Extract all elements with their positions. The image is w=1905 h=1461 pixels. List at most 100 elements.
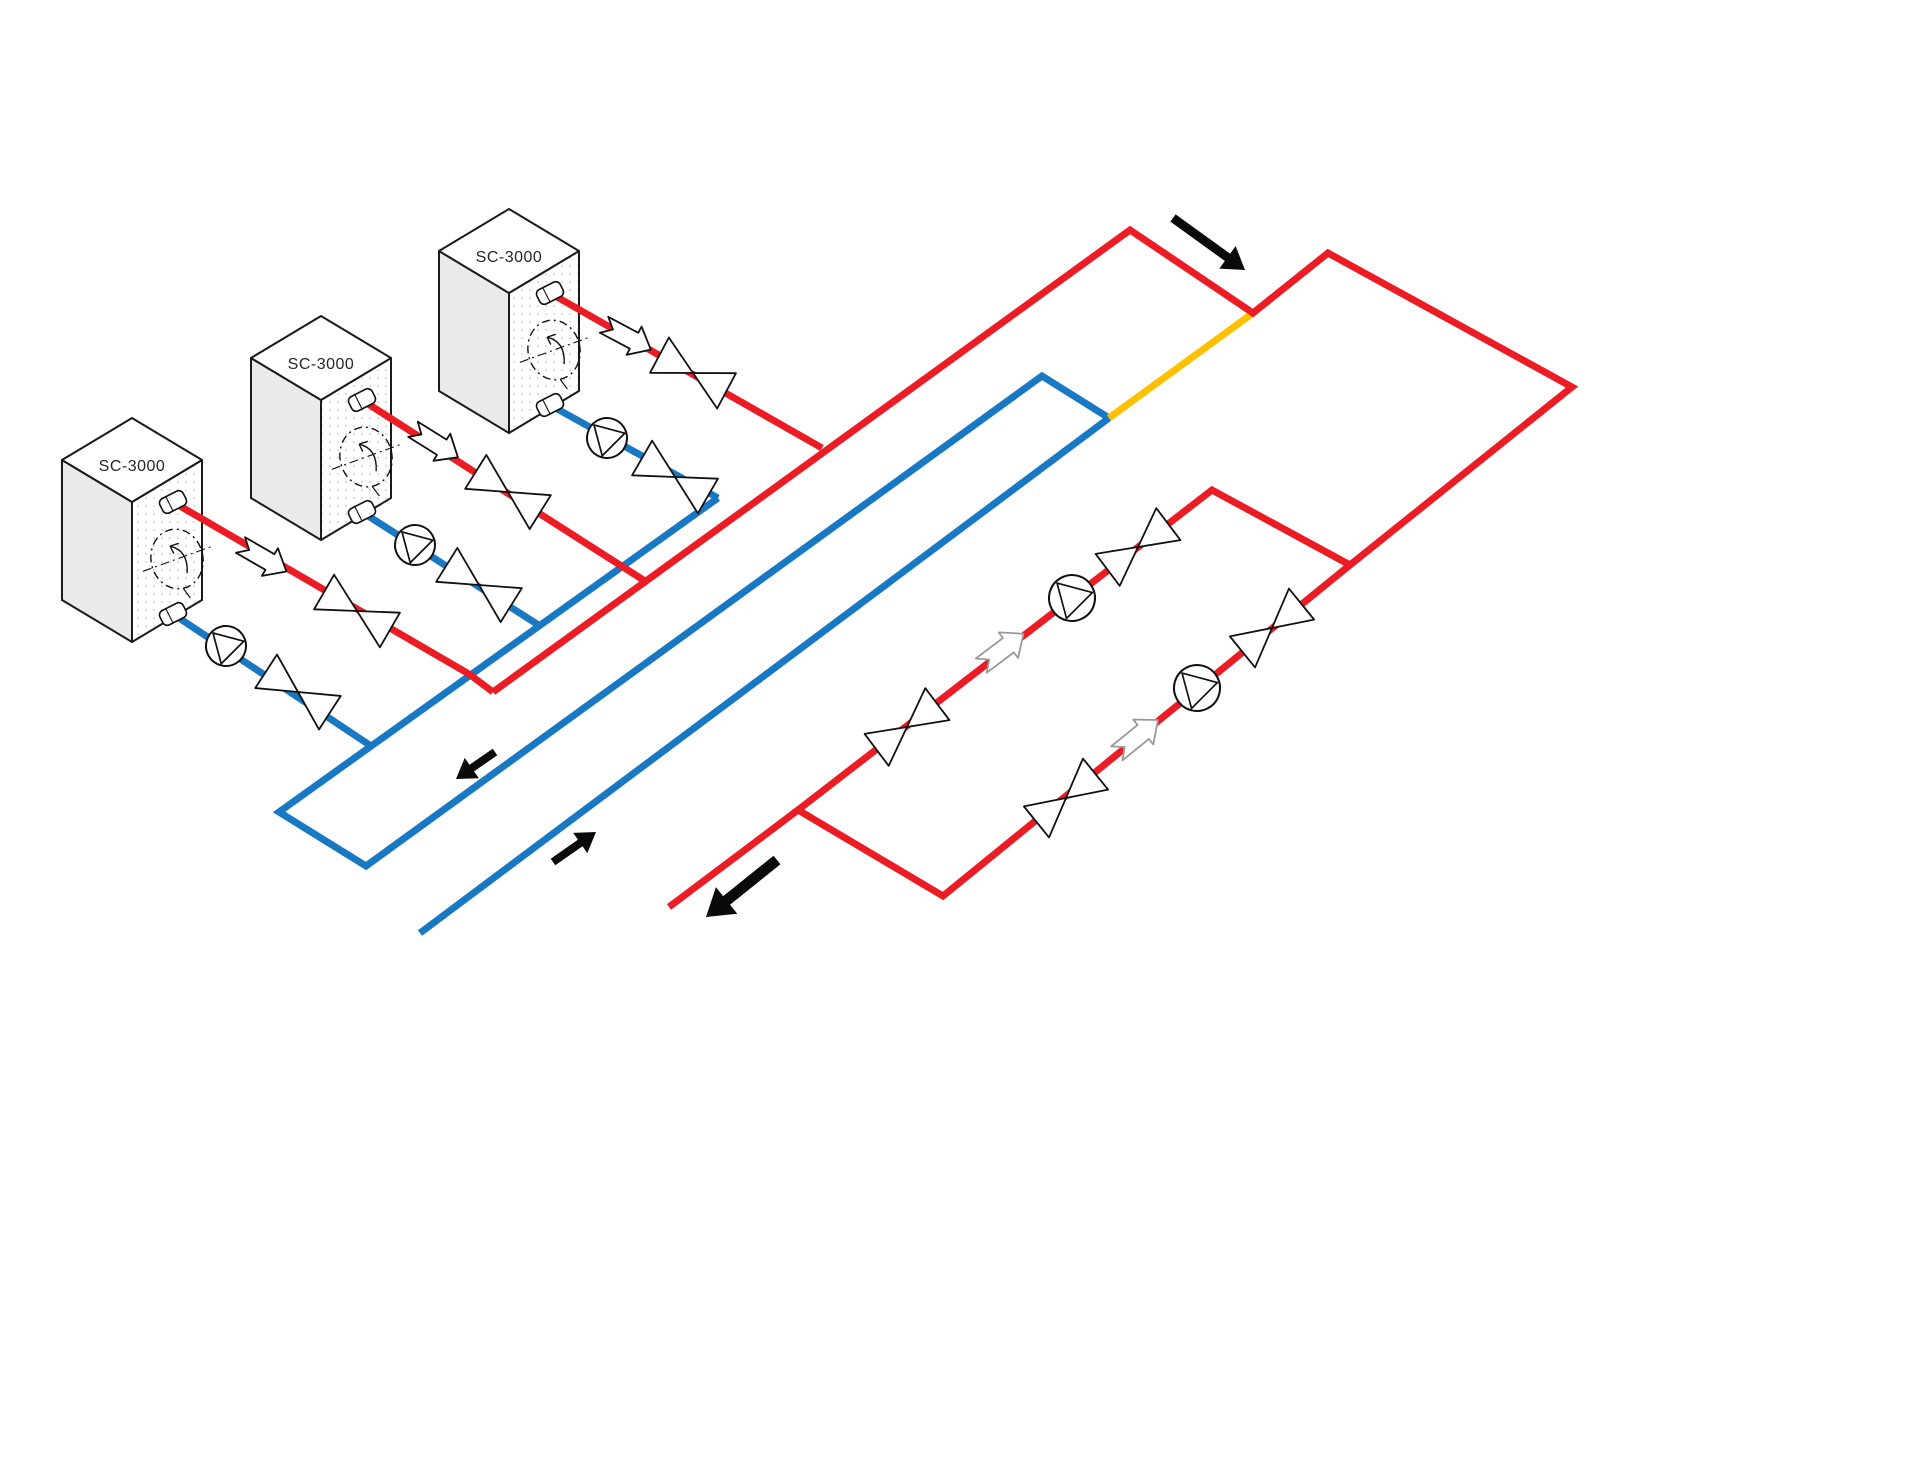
unit-label: SC-3000 (288, 356, 355, 373)
port-body (535, 280, 565, 306)
gate-valve-icon (1094, 507, 1182, 587)
unit-box-sc3000: SC-3000 (250, 315, 401, 541)
check-valve-icon (598, 315, 652, 356)
return-port-icon (535, 392, 565, 418)
flow-arrow-secondary-return-in (550, 832, 596, 866)
check-valve-arrow (974, 631, 1025, 674)
pump-body (394, 524, 436, 566)
flow-arrow-shaft (467, 748, 498, 773)
check-valve-arrow (235, 536, 288, 577)
port-seam (354, 394, 363, 410)
fan-axis-line (519, 337, 589, 363)
flow-arrow-shaft (721, 855, 781, 907)
unit-label: SC-3000 (99, 458, 166, 475)
fan-axis-line (142, 546, 212, 572)
pipe-secondary-return-line (417, 415, 1112, 936)
gate-valve-left-wedge (1094, 546, 1139, 587)
fan-stub (371, 485, 380, 497)
fan-axis-line (331, 444, 401, 470)
gate-valve-right-wedge (692, 372, 737, 410)
flow-arrow-supply-out (706, 855, 781, 917)
gate-valve-icon (631, 439, 719, 515)
flow-arrow-head (456, 757, 479, 779)
port-seam (354, 506, 363, 522)
pump-impeller-triangle (212, 632, 245, 665)
flow-arrow-supply-to-secondary (1170, 214, 1245, 270)
pipe-supply-main (490, 225, 1579, 910)
gate-valve-right-wedge (478, 584, 523, 623)
fan-stub (182, 587, 191, 599)
gate-valve-right-wedge (1137, 507, 1182, 548)
check-valve-icon (974, 631, 1025, 674)
check-valve-arrow (1110, 718, 1159, 762)
pipe-return-header (272, 371, 1111, 871)
flow-arrow-head (1219, 246, 1245, 270)
fan-arrow-curve (170, 545, 188, 574)
gate-valve-left-wedge (631, 439, 676, 478)
gate-valve-right-wedge (674, 476, 719, 515)
pump-body (1048, 574, 1096, 622)
supply-port-icon (347, 387, 377, 413)
supply-port-icon (158, 489, 188, 515)
gate-valve-icon (254, 653, 342, 731)
pump-icon (205, 625, 247, 667)
fan-arrow-head (358, 440, 368, 452)
gate-valve-icon (1228, 587, 1316, 669)
check-valve-icon (235, 536, 288, 577)
fan-arrow-head (546, 333, 556, 345)
flow-arrow-shaft (550, 838, 585, 866)
gate-valve-left-wedge (254, 653, 299, 693)
port-seam (165, 496, 174, 512)
check-valve-icon (407, 420, 459, 462)
pipe-decoupler-pipe (1106, 310, 1256, 421)
pump-impeller-triangle (593, 424, 626, 457)
fan-arrow-head (169, 542, 179, 554)
check-valve-icon (1110, 718, 1159, 762)
gate-valve-left-wedge (1022, 797, 1067, 839)
return-port-icon (347, 499, 377, 525)
port-seam (165, 608, 174, 624)
pump-impeller-triangle (401, 531, 434, 564)
gate-valve-icon (464, 454, 552, 530)
gate-valve-icon (1022, 757, 1110, 839)
flow-arrow-head (706, 887, 738, 917)
check-valve-arrow (598, 315, 652, 356)
gate-valve-right-wedge (356, 610, 401, 649)
gate-valve-icon (863, 687, 951, 767)
gate-valve-left-wedge (464, 454, 509, 493)
port-body (347, 499, 377, 525)
pump-body (1173, 664, 1221, 712)
fan-arrow-curve (359, 443, 377, 472)
pump-icon (1048, 574, 1096, 622)
gate-valve-right-wedge (297, 691, 342, 731)
gate-valve-right-wedge (1065, 757, 1110, 799)
fan-stub (559, 378, 568, 390)
unit-label: SC-3000 (476, 249, 543, 266)
pump-impeller-triangle (1056, 582, 1094, 620)
pump-icon (586, 417, 628, 459)
fan-icon (519, 319, 589, 390)
gate-valve-left-wedge (649, 336, 694, 374)
port-seam (542, 287, 551, 303)
unit-top-face (61, 417, 203, 503)
supply-port-icon (535, 280, 565, 306)
flow-arrow-head (573, 832, 596, 854)
gate-valve-right-wedge (507, 491, 552, 530)
fan-icon (331, 426, 401, 497)
unit-top-face (250, 315, 392, 401)
fan-icon (142, 528, 212, 599)
unit-box-sc3000: SC-3000 (438, 208, 589, 434)
fan-circle (150, 528, 204, 590)
gate-valve-right-wedge (906, 687, 951, 728)
gate-valve-icon (313, 573, 401, 649)
port-body (535, 392, 565, 418)
unit-top-face (438, 208, 580, 294)
flow-arrow-shaft (1170, 214, 1232, 263)
return-port-icon (158, 601, 188, 627)
gate-valve-icon (649, 336, 737, 410)
gate-valve-left-wedge (1228, 627, 1273, 669)
gate-valve-right-wedge (1271, 587, 1316, 629)
